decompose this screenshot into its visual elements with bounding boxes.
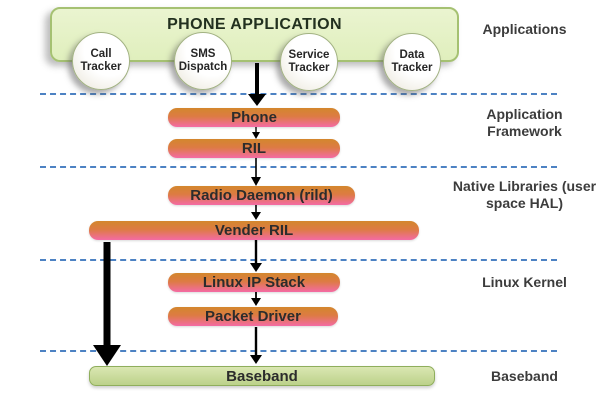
- side-label-application-framework: Application Framework: [486, 106, 563, 139]
- arrowhead-vender-ril-to-ip-stack: [250, 263, 262, 272]
- app-circle-label: Service Tracker: [288, 49, 330, 74]
- divider-line-1: [40, 93, 557, 95]
- bar-vender-ril: Vender RIL: [89, 221, 419, 240]
- arrowhead-appbox-to-phone: [248, 94, 266, 106]
- app-circle-data-tracker: Data Tracker: [383, 33, 441, 91]
- app-circle-label: Data Tracker: [391, 49, 433, 74]
- arrowhead-phone-to-ril: [252, 132, 260, 139]
- arrowhead-rild-to-vender-ril: [251, 212, 261, 220]
- phone-application-title: PHONE APPLICATION: [167, 16, 342, 33]
- arrowhead-packet-driver-to-baseband: [250, 355, 262, 364]
- app-circle-sms-dispatch: SMS Dispatch: [174, 32, 232, 90]
- arrowhead-vender-ril-to-baseband: [93, 345, 121, 366]
- divider-line-3: [40, 259, 557, 261]
- divider-line-4: [40, 350, 557, 352]
- bar-packet-driver: Packet Driver: [168, 307, 338, 326]
- app-circle-label: Call Tracker: [80, 48, 122, 73]
- bar-baseband: Baseband: [89, 366, 435, 386]
- app-circle-call-tracker: Call Tracker: [72, 32, 130, 90]
- side-label-baseband: Baseband: [491, 368, 558, 384]
- divider-line-2: [40, 166, 557, 168]
- side-label-linux-kernel: Linux Kernel: [482, 274, 567, 290]
- app-circle-service-tracker: Service Tracker: [280, 33, 338, 91]
- bar-ril: RIL: [168, 139, 340, 158]
- arrowhead-ril-to-rild: [251, 177, 261, 186]
- bar-linux-ip-stack: Linux IP Stack: [168, 273, 340, 292]
- side-label-applications: Applications: [482, 21, 567, 37]
- arrowhead-ip-stack-to-packet-driver: [251, 298, 261, 306]
- side-label-native-libraries: Native Libraries (user space HAL): [452, 178, 597, 211]
- bar-phone: Phone: [168, 108, 340, 127]
- app-circle-label: SMS Dispatch: [178, 48, 228, 73]
- bar-radio-daemon: Radio Daemon (rild): [168, 186, 355, 205]
